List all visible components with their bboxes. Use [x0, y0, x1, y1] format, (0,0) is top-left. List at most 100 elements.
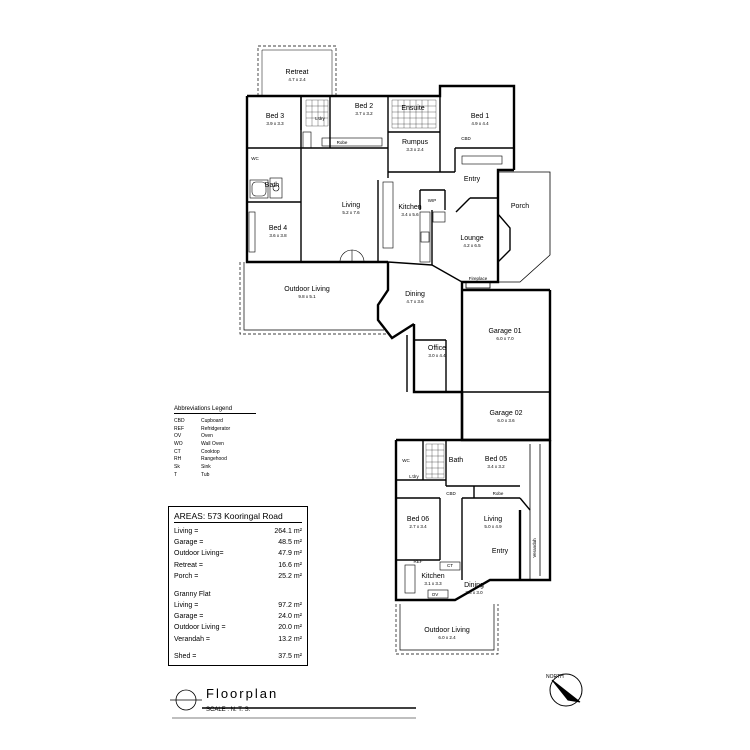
room-dimensions: 5.0 x 4.9 [484, 524, 502, 529]
retreat-outline [257, 45, 337, 96]
fixture-robe: Robe [337, 140, 348, 145]
room-bed2: Bed 23.7 x 3.2 [355, 103, 373, 116]
room-bath: Bath [265, 182, 280, 189]
room-name: Ensuite [401, 105, 424, 112]
fixture-verandah: Verandah [532, 538, 537, 558]
room-dimensions: 3.4 x 5.6 [401, 212, 419, 217]
room-dimensions: 4.7 x 3.6 [406, 299, 424, 304]
room-name: Bath [265, 182, 280, 189]
porch-outline [497, 171, 551, 283]
areas-table: AREAS: 573 Kooringal Road Living =264.1 … [168, 506, 308, 666]
room-dimensions: 4.7 x 2.4 [288, 77, 306, 82]
room-name: Rumpus [402, 139, 429, 146]
room-dimensions: 3.9 x 3.3 [266, 121, 284, 126]
fixture-labels: L'dryWCRobeCBDWIPFireplaceWCL'dryRobeCBD… [251, 116, 537, 597]
area-row: Garage =48.5 m² [174, 539, 302, 547]
room-dimensions: 9.8 x 5.1 [298, 294, 316, 299]
area-row: Outdoor Living =20.0 m² [174, 624, 302, 632]
title-symbol [170, 689, 416, 719]
room-dimensions: 3.0 x 4.4 [428, 353, 446, 358]
room-name: Kitchen [398, 204, 421, 211]
area-row: Verandah =13.2 m² [174, 635, 302, 643]
main-interior-walls [247, 96, 550, 393]
north-arrow [549, 673, 583, 707]
room-name: Dining [464, 582, 484, 589]
room-name: Bed 2 [355, 103, 373, 110]
room-bed05: Bed 053.4 x 3.2 [485, 456, 507, 469]
room-dimensions: 3.3 x 2.4 [406, 147, 424, 152]
granny-kitchen-fixtures [404, 561, 461, 599]
area-row: Retreat =16.6 m² [174, 561, 302, 569]
room-dimensions: 2.7 x 3.4 [409, 524, 427, 529]
fixture-gwc: WC [402, 458, 410, 463]
area-row: Living =264.1 m² [174, 528, 302, 535]
robe-boxes [248, 131, 503, 253]
fixture-ov: OV [432, 592, 439, 597]
room-name: Retreat [286, 69, 309, 76]
room-entry: Entry [464, 176, 481, 183]
room-name: Office [428, 345, 446, 352]
area-row: Porch =25.2 m² [174, 572, 302, 580]
room-gentry: Entry [492, 548, 509, 555]
room-dimensions: 6.0 x 7.0 [496, 336, 514, 341]
room-dimensions: 2.6 x 3.0 [465, 590, 483, 595]
plan-scale: SCALE : N. T. S. [206, 707, 251, 713]
room-dimensions: 3.1 x 3.3 [424, 581, 442, 586]
fixture-gldry: L'dry [409, 474, 419, 479]
room-dimensions: 6.0 x 2.4 [438, 635, 456, 640]
room-dimensions: 6.0 x 3.6 [497, 418, 515, 423]
fixture-fireplace: Fireplace [469, 276, 488, 281]
fixture-ref: REF [414, 559, 423, 564]
areas-title: AREAS: 573 Kooringal Road [174, 511, 302, 523]
granny-flat-heading: Granny Flat [174, 590, 211, 598]
room-name: Bath [449, 457, 464, 464]
room-name: Kitchen [421, 573, 444, 580]
room-name: Porch [511, 203, 529, 210]
room-bed3: Bed 33.9 x 3.3 [266, 113, 284, 126]
kitchen-fixtures [382, 181, 446, 263]
fireplace-box [465, 281, 491, 289]
fixture-gcbd: CBD [446, 491, 456, 496]
north-label: NORTH [546, 674, 564, 680]
legend-title: Abbreviations Legend [174, 406, 256, 414]
room-dimensions: 3.7 x 3.2 [355, 111, 373, 116]
room-garage02: Garage 026.0 x 3.6 [489, 410, 522, 423]
room-name: Living [342, 202, 360, 209]
outdoor-living-outline [239, 262, 388, 335]
room-name: Entry [492, 548, 509, 555]
room-dimensions: 4.9 x 4.4 [471, 121, 489, 126]
fixture-grobe: Robe [493, 491, 504, 496]
area-row: Living =97.2 m² [174, 601, 302, 609]
room-ensuite: Ensuite [401, 105, 424, 112]
granny-outdoor-outline [395, 604, 499, 655]
fixture-cbd: CBD [461, 136, 471, 141]
room-name: Bed 3 [266, 113, 284, 120]
room-name: Bed 4 [269, 225, 287, 232]
room-gbath: Bath [449, 457, 464, 464]
room-dimensions: 5.2 x 7.6 [342, 210, 360, 215]
room-name: Bed 1 [471, 113, 489, 120]
room-name: Lounge [460, 235, 483, 242]
dining-door [339, 249, 365, 263]
room-dimensions: 3.6 x 3.8 [269, 233, 287, 238]
room-porch: Porch [511, 203, 529, 210]
room-name: Garage 02 [489, 410, 522, 417]
room-name: Living [484, 516, 502, 523]
room-name: Outdoor Living [424, 627, 470, 634]
area-row-shed: Shed =37.5 m² [174, 652, 302, 660]
